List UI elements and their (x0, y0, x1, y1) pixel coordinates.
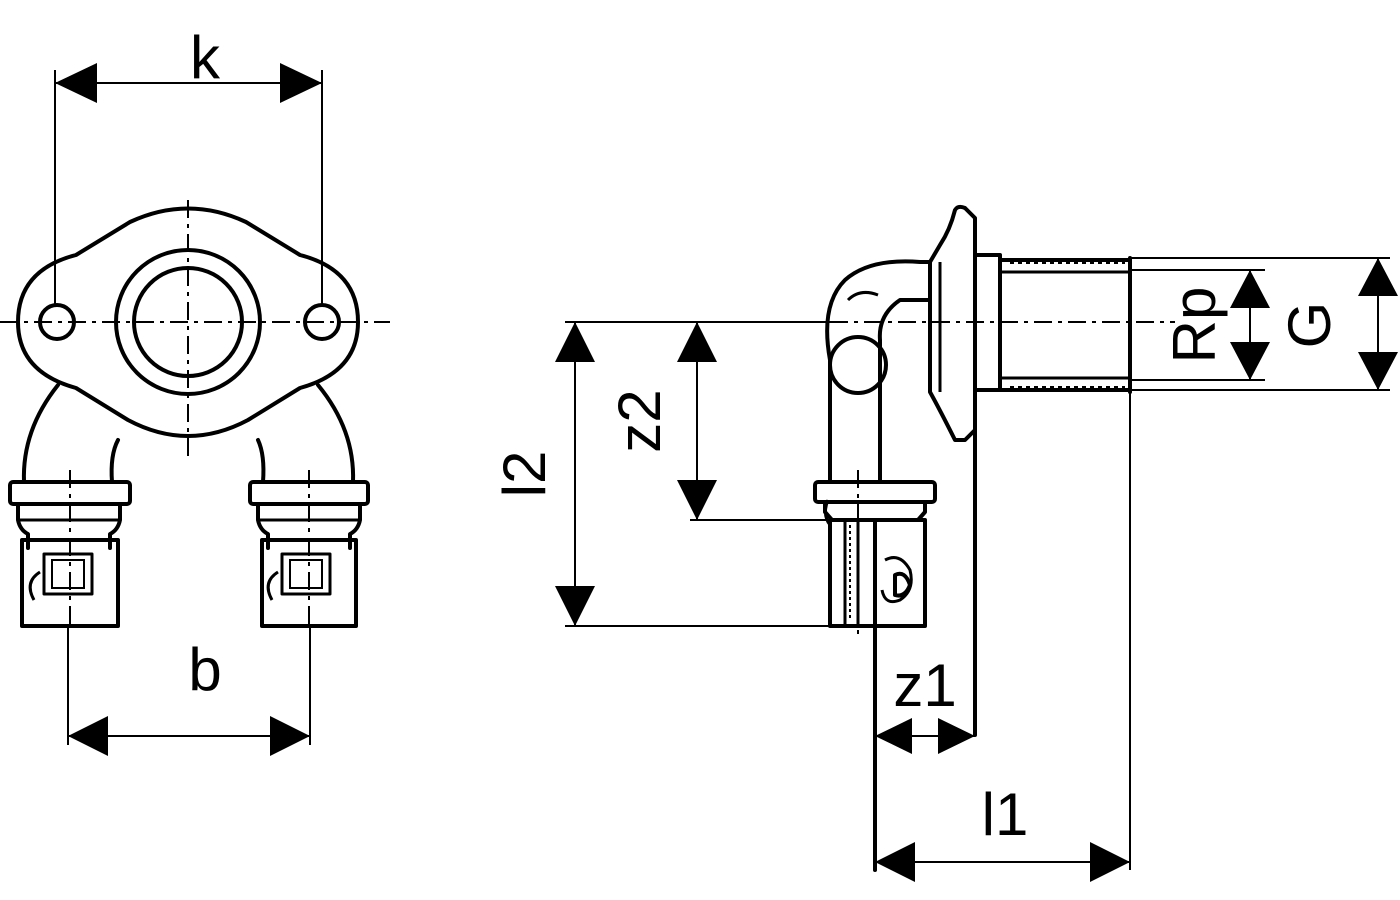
dimension-b: b (67, 628, 311, 756)
dimension-Rp: Rp (1161, 270, 1270, 380)
dimension-k: k (54, 24, 323, 305)
label-G: G (1276, 302, 1343, 349)
dimension-l2: l2 (491, 321, 830, 627)
left-elbow (21, 383, 120, 484)
label-z2: z2 (606, 389, 673, 452)
label-k: k (190, 24, 221, 91)
elbow-body (825, 259, 932, 484)
elbow-inner-bore (828, 335, 888, 395)
label-z1: z1 (893, 652, 956, 719)
right-elbow (256, 383, 356, 484)
side-view: Rp G l2 (491, 204, 1398, 882)
label-b: b (188, 636, 221, 703)
threaded-nipple (973, 253, 1132, 394)
dimension-l1: l1 (875, 392, 1131, 882)
front-view: k b (0, 24, 390, 756)
dimension-z1: z1 (875, 652, 975, 754)
elbow-detail (846, 290, 879, 302)
label-l2: l2 (491, 451, 558, 498)
dimension-G: G (1276, 258, 1398, 390)
dimension-z2: z2 (606, 322, 830, 521)
label-l1: l1 (982, 781, 1029, 848)
label-Rp: Rp (1161, 287, 1228, 364)
wall-flange (928, 204, 977, 442)
